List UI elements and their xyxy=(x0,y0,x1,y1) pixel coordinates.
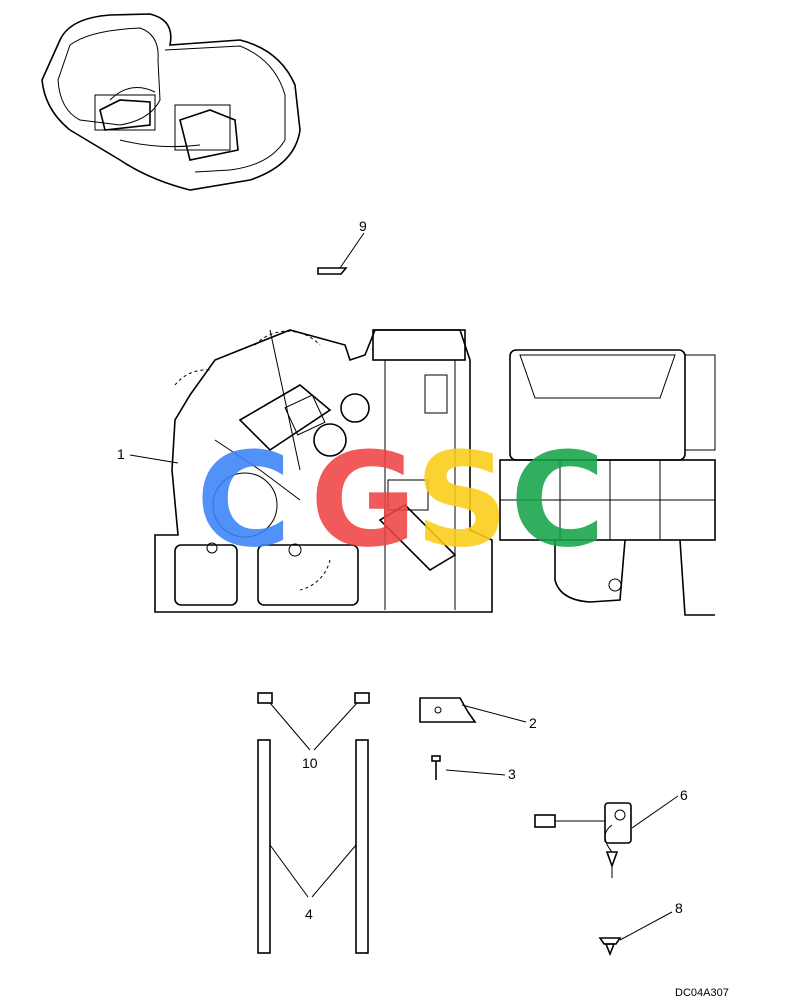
part-4: 4 xyxy=(257,739,369,954)
watermark-letter-2: G xyxy=(310,424,417,576)
callout-9: 9 xyxy=(359,218,367,234)
part-2: 2 xyxy=(419,697,537,731)
callout-6: 6 xyxy=(680,787,688,803)
callout-8: 8 xyxy=(675,900,683,916)
machine-locator-view xyxy=(41,13,301,191)
watermark-letter-1: C xyxy=(196,424,291,576)
part-3: 3 xyxy=(431,755,516,782)
watermark-letter-4: C xyxy=(510,424,605,576)
part-10: 10 xyxy=(257,692,370,771)
callout-10: 10 xyxy=(302,755,318,771)
drawing-code: DC04A307 xyxy=(675,987,729,999)
heater-unit-assembly xyxy=(154,329,716,616)
callout-3: 3 xyxy=(508,766,516,782)
part-8: 8 xyxy=(598,900,683,957)
watermark-letter-3: S xyxy=(415,424,509,576)
watermark: C G S C xyxy=(196,424,605,576)
callout-2: 2 xyxy=(529,715,537,731)
part-6: 6 xyxy=(534,787,688,878)
callout-4: 4 xyxy=(305,906,313,922)
part-9: 9 xyxy=(317,218,367,275)
callout-1: 1 xyxy=(117,446,125,462)
